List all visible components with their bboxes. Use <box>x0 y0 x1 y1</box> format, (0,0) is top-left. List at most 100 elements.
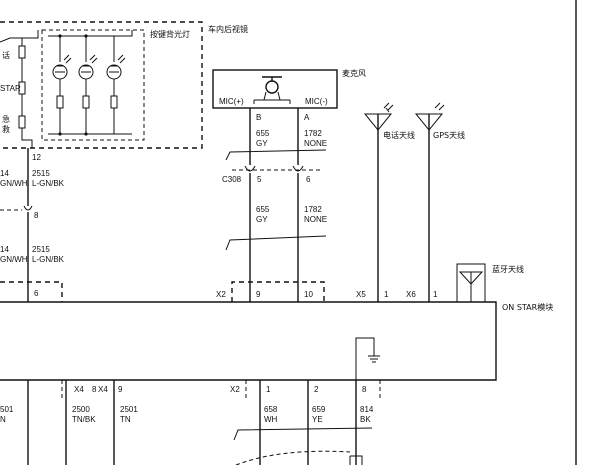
mic-icon <box>265 80 279 94</box>
onstar-module-box <box>0 301 497 381</box>
x4b-label: X4 <box>98 385 108 394</box>
bottom-wires: X4 8 X4 9 501 N 2500 TN/BK 2501 TN X2 1 … <box>0 380 381 465</box>
c308-pin-5-icon <box>244 165 256 172</box>
led-2-resistor <box>82 95 90 109</box>
mirror-box <box>0 21 203 149</box>
pin-a-label: A <box>304 113 310 122</box>
switch-label-star: STAR <box>0 84 21 93</box>
wire-814-label: 814 <box>360 405 374 414</box>
x2b-pin-1: 1 <box>266 385 271 394</box>
microphone-group: 麦克风 MIC(+) MIC(-) B A 655 GY 1782 NONE C… <box>212 68 366 302</box>
left-pin-6: 6 <box>34 289 39 298</box>
switch-label-hua: 话 <box>2 50 10 60</box>
switch-label-jiu: 救 <box>2 124 10 134</box>
x6-pin-1: 1 <box>433 290 438 299</box>
wire-ye-label: YE <box>312 415 323 424</box>
x2-pin-9: 9 <box>256 290 261 299</box>
led-bus-top <box>48 30 133 37</box>
x4a-label: X4 <box>74 385 84 394</box>
switch-label-ji: 急 <box>2 114 10 124</box>
twisted-pair-marker-bottom <box>233 427 373 441</box>
wire-1782-label-top: 1782 <box>304 129 322 138</box>
switch-wire-4 <box>21 128 33 148</box>
led-1-resistor <box>56 95 64 109</box>
twisted-pair-marker-top <box>225 149 327 161</box>
wire-bk-label: BK <box>360 415 371 424</box>
wire-none-label-bot: NONE <box>304 215 327 224</box>
backlight-label: 按键背光灯 <box>150 29 190 39</box>
c308-pin-6: 6 <box>306 175 311 184</box>
mic-plus-label: MIC(+) <box>219 97 244 106</box>
switch-wire-top <box>22 30 39 39</box>
x2-top-connector <box>231 281 325 302</box>
inline-connector <box>23 205 33 211</box>
internal-ground-wire <box>355 337 375 380</box>
backlight-box <box>41 29 145 141</box>
led-column-2 <box>78 36 98 134</box>
bluetooth-antenna-group: 蓝牙天线 <box>456 263 524 303</box>
x5-label: X5 <box>356 290 366 299</box>
wire-gy-label-bot: GY <box>256 215 268 224</box>
led-column-3 <box>106 36 126 134</box>
gps-antenna-label: GPS天线 <box>433 130 465 140</box>
x2-top-label: X2 <box>216 290 226 299</box>
mirror-label: 车内后视镜 <box>208 24 248 34</box>
led-column-1 <box>52 36 72 134</box>
c308-label: C308 <box>222 175 242 184</box>
wire-501-label: 501 <box>0 405 14 414</box>
switch-wire-1 <box>0 37 23 46</box>
mic-label: 麦克风 <box>342 68 366 78</box>
wire-lgnbk-label-b: L-GN/BK <box>32 255 65 264</box>
led-3-resistor <box>110 95 118 109</box>
wire-1782-label-bot: 1782 <box>304 205 322 214</box>
x2-bot-label: X2 <box>230 385 240 394</box>
mic-minus-label: MIC(-) <box>305 97 328 106</box>
wire-gnwh-label-b: GN/WH <box>0 255 28 264</box>
wire-2501-label: 2501 <box>120 405 138 414</box>
wire-gnwh-label-a: GN/WH <box>0 179 28 188</box>
left-wires: 12 14 GN/WH 2515 L-GN/BK 8 14 GN/WH 2515… <box>0 148 65 302</box>
left-connector-box <box>0 281 63 302</box>
gps-antenna-group: GPS天线 <box>414 102 465 302</box>
wire-2500-label: 2500 <box>72 405 90 414</box>
left-pin-12: 12 <box>32 153 41 162</box>
onstar-module: ON STAR模块 <box>0 301 553 381</box>
x6-label: X6 <box>406 290 416 299</box>
resistor-1 <box>18 45 26 59</box>
resistor-3 <box>18 115 26 129</box>
x4a-pin-8: 8 <box>92 385 97 394</box>
wire-14-label-b: 14 <box>0 245 9 254</box>
pin-b-label: B <box>256 113 261 122</box>
c308-pin-6-icon <box>292 165 304 172</box>
wire-2515-label-a: 2515 <box>32 169 50 178</box>
shield-ellipse <box>235 450 351 465</box>
c308-pin-5: 5 <box>257 175 262 184</box>
x4b-pin-9: 9 <box>118 385 123 394</box>
wire-wh-label: WH <box>264 415 278 424</box>
x2b-pin-2: 2 <box>314 385 319 394</box>
wire-gy-label-top: GY <box>256 139 268 148</box>
wire-tn-label: TN <box>120 415 131 424</box>
wire-655-label-bot: 655 <box>256 205 270 214</box>
backlight-group: 话 STAR 急 救 车内后视镜 按键背光灯 <box>0 21 248 149</box>
x2-pin-10: 10 <box>304 290 313 299</box>
bottom-connector-box <box>349 455 363 465</box>
onstar-module-label: ON STAR模块 <box>502 302 553 312</box>
phone-antenna-label: 电话天线 <box>383 130 415 140</box>
mic-box <box>212 69 338 109</box>
wire-n-label: N <box>0 415 6 424</box>
left-pin-8: 8 <box>34 211 39 220</box>
wire-none-label-top: NONE <box>304 139 327 148</box>
phone-antenna-group: 电话天线 <box>363 102 415 302</box>
wire-655-label-top: 655 <box>256 129 270 138</box>
wire-lgnbk-label-a: L-GN/BK <box>32 179 65 188</box>
wire-2515-label-b: 2515 <box>32 245 50 254</box>
bt-antenna-label: 蓝牙天线 <box>492 264 524 274</box>
wire-658-label: 658 <box>264 405 278 414</box>
wire-659-label: 659 <box>312 405 326 414</box>
x2b-pin-8: 8 <box>362 385 367 394</box>
x5-pin-1: 1 <box>384 290 389 299</box>
wire-tnbk-label: TN/BK <box>72 415 96 424</box>
